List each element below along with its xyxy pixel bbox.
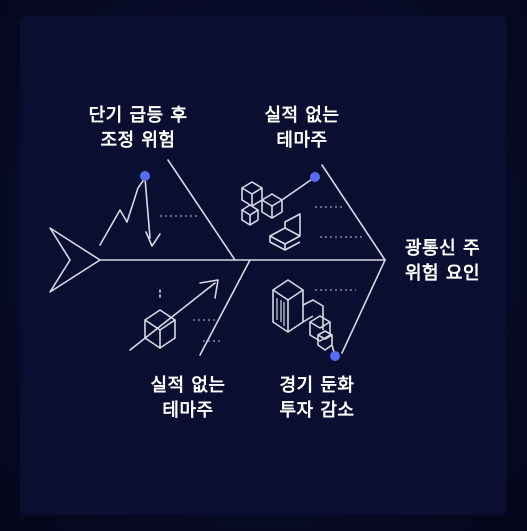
cause-label-top-right: 실적 없는 테마주 — [264, 105, 340, 151]
diagram-panel — [20, 16, 507, 515]
buildings-icon — [272, 279, 336, 357]
rib-top-left — [167, 159, 236, 261]
fish-head-lower — [341, 259, 386, 354]
cause-label-bottom-right: 경기 둔화 투자 감소 — [279, 375, 355, 421]
fish-head-upper — [321, 164, 386, 261]
dot-top-left — [140, 171, 150, 181]
effect-label: 광통신 주 위험 요인 — [405, 238, 481, 284]
rib-bottom-left — [199, 259, 251, 356]
cubes-icon — [241, 176, 316, 251]
fish-tail — [49, 227, 101, 293]
dot-bottom-right — [330, 351, 340, 361]
cause-label-bottom-left: 실적 없는 테마주 — [150, 375, 226, 421]
dot-top-right — [310, 172, 320, 182]
cube-arrow-icon — [129, 279, 219, 351]
zigzag-arrow-icon — [99, 175, 161, 247]
cause-label-top-left: 단기 급등 후 조정 위험 — [88, 105, 188, 151]
